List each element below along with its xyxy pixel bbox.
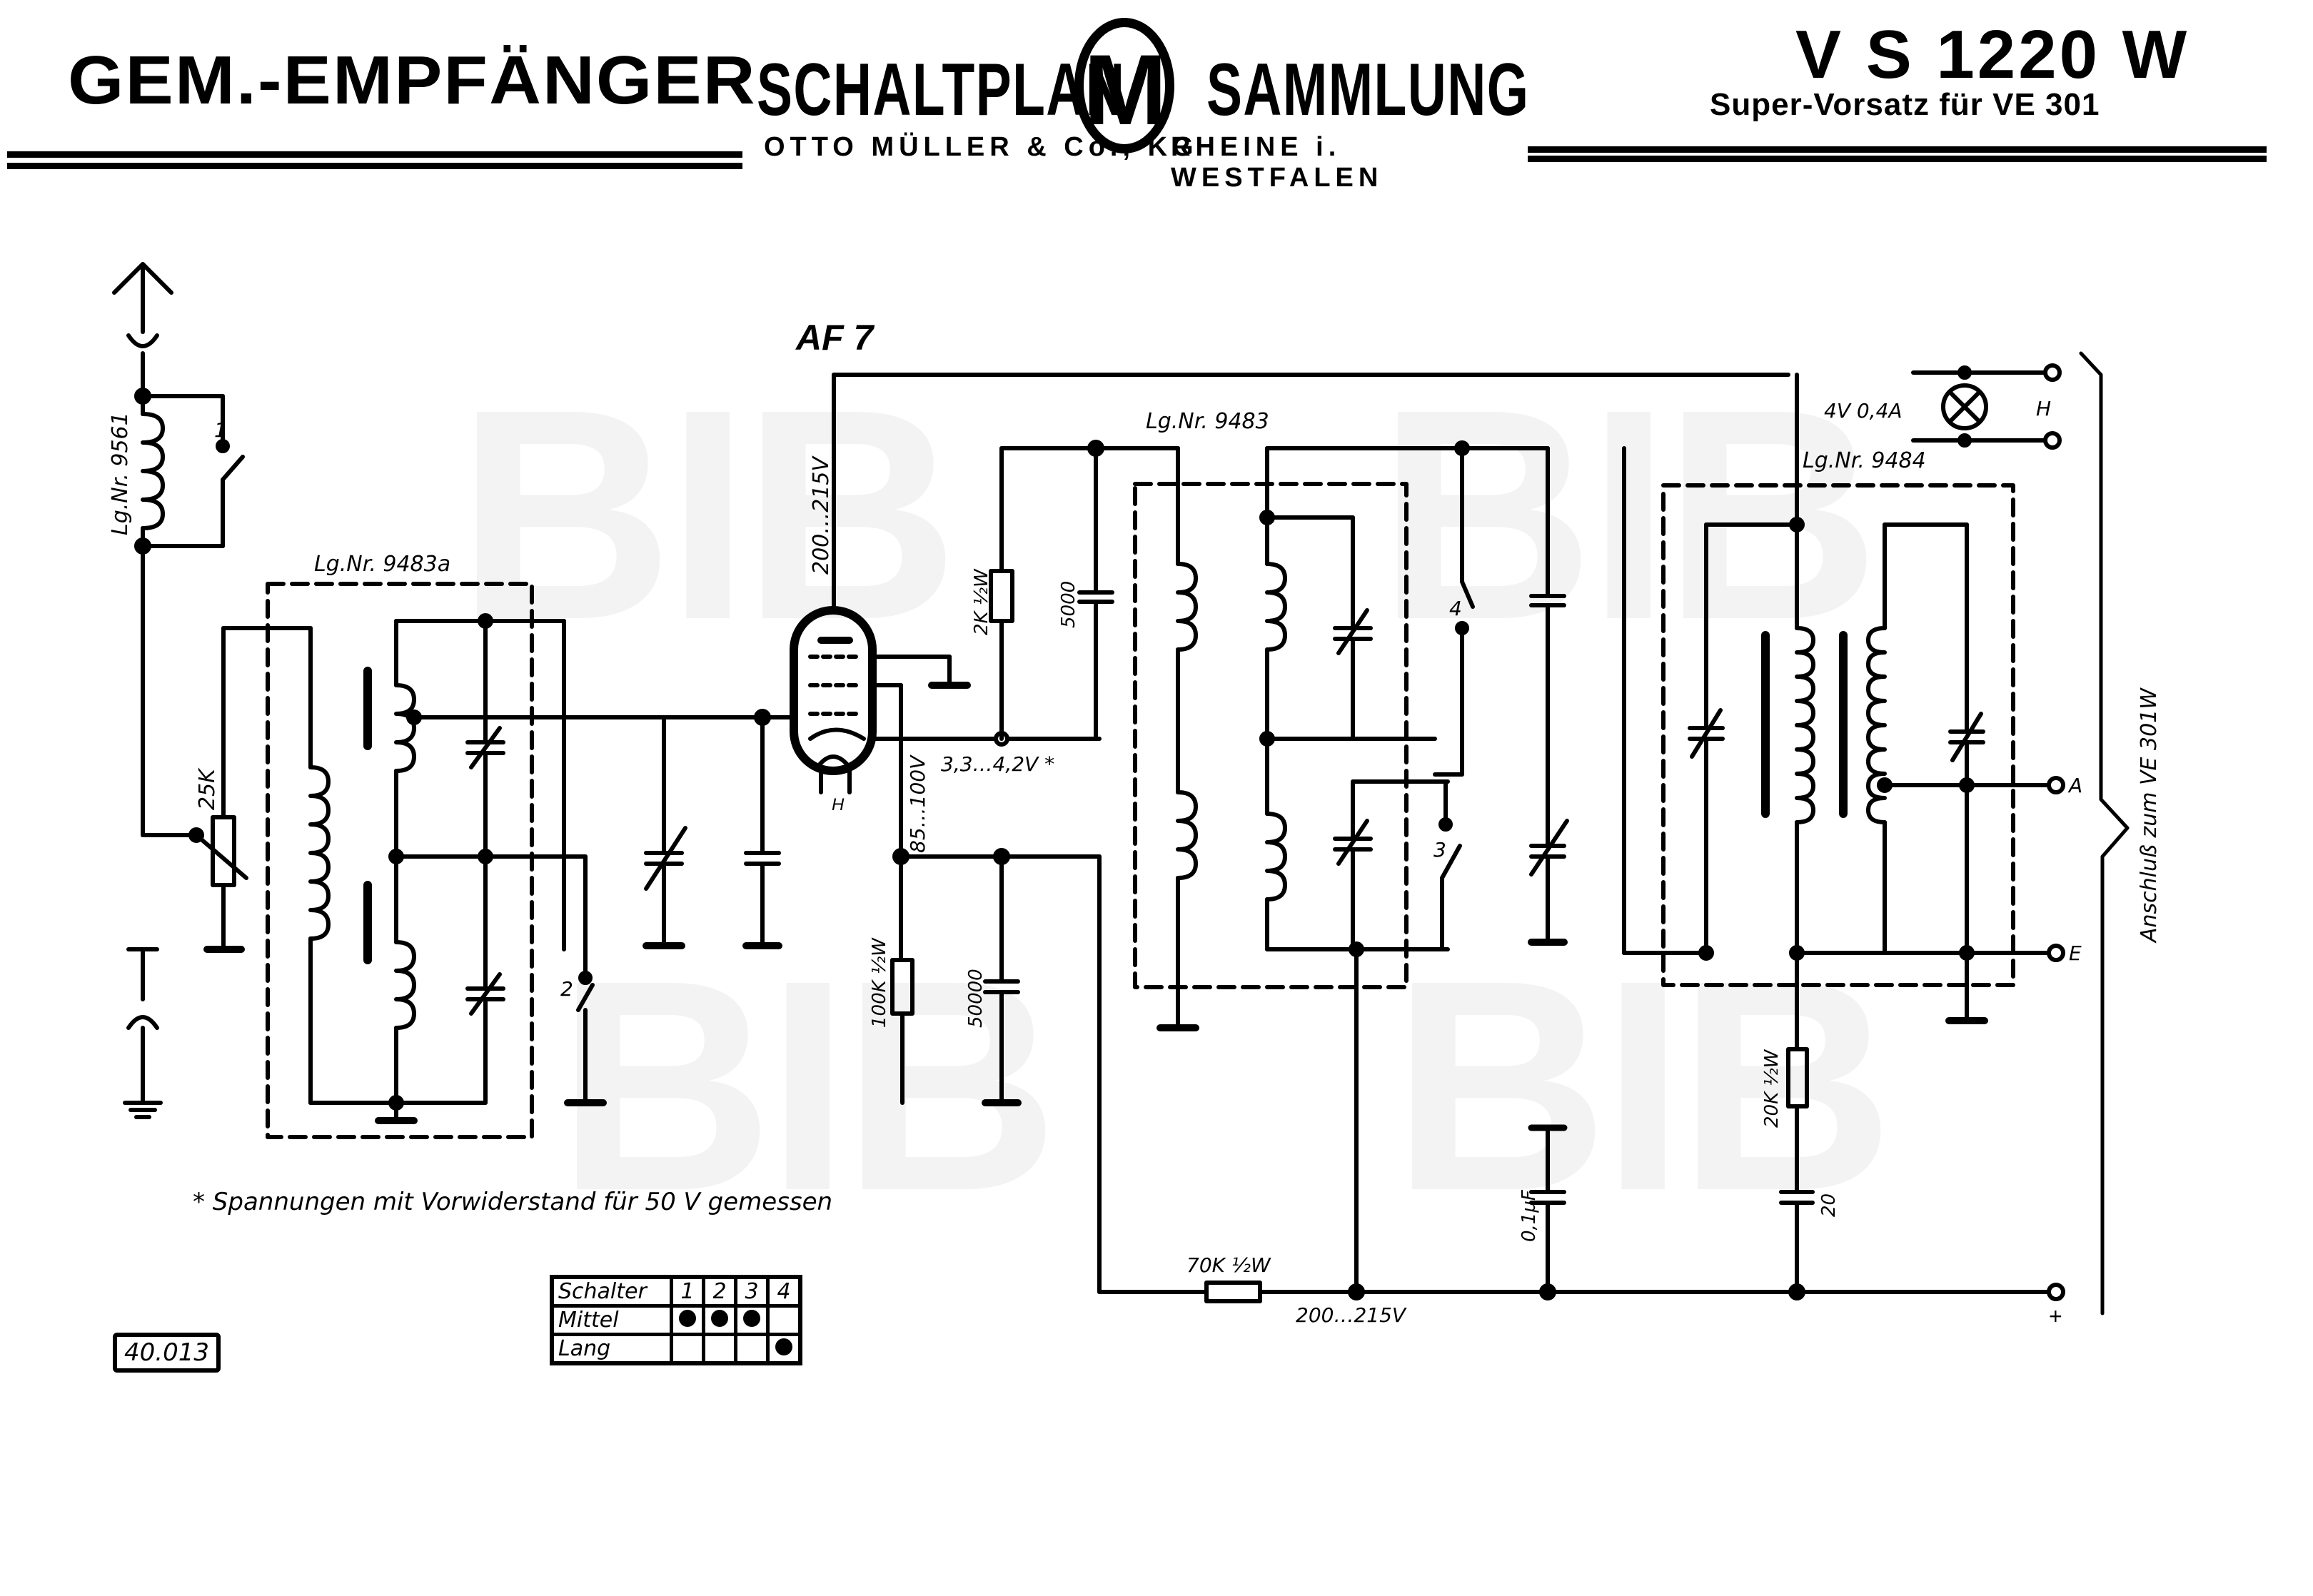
- pilot-lamp-icon: [1941, 383, 1988, 430]
- switch-2-label: 2: [560, 977, 573, 1001]
- table-header-row: Schalter 1 2 3 4: [550, 1275, 802, 1308]
- header-rule-left-1: [7, 151, 742, 158]
- switch-state-cell: [670, 1333, 705, 1365]
- label-osc-coil: Lg.Nr. 9483: [1146, 409, 1269, 434]
- terminal-plus-label: +: [2049, 1303, 2062, 1329]
- document-number: 40.013: [113, 1333, 221, 1373]
- tube-label: AF 7: [795, 318, 875, 358]
- antenna-coil: [134, 388, 245, 555]
- label-antenna-coil: Lg.Nr. 9561: [108, 412, 133, 535]
- watermark-right-lower: BIB: [1392, 919, 1894, 1253]
- header-rule-right-1: [1528, 146, 2267, 153]
- model-title: V S 1220 W: [1795, 16, 2190, 93]
- row-label: Mittel: [550, 1304, 673, 1336]
- earth-input: [123, 947, 163, 1119]
- switch-state-cell: [734, 1304, 770, 1336]
- terminal-e-label: E: [2069, 941, 2082, 965]
- header-rule-left-2: [7, 163, 742, 169]
- receiver-type-title: GEM.-EMPFÄNGER: [68, 42, 757, 118]
- tube-heater-label: H: [832, 795, 845, 814]
- label-input-filter: Lg.Nr. 9483a: [314, 552, 450, 577]
- terminal-a-label: A: [2067, 774, 2082, 797]
- row-label: Lang: [550, 1333, 673, 1365]
- osc-coil-shield: [1133, 482, 1409, 989]
- connection-brace: [2079, 351, 2130, 1315]
- footnote: * Spannungen mit Vorwiderstand für 50 V …: [193, 1188, 833, 1216]
- lamp-rating: 4V 0,4A: [1824, 399, 1903, 423]
- switch-state-cell: [702, 1333, 737, 1365]
- publisher-logo: SCHALTPLAN M SAMMLUNG OTTO MÜLLER & Co.,…: [750, 18, 1528, 193]
- table-header-cell: 2: [702, 1275, 737, 1308]
- connection-note: Anschluß zum VE 301W: [2137, 687, 2162, 944]
- label-c-output: 20: [1818, 1193, 1840, 1217]
- label-c-cathode: 5000: [1058, 581, 1079, 628]
- anode-voltage: 200…215V: [809, 455, 834, 575]
- logo-word-left: SCHALTPLAN: [757, 49, 1126, 131]
- table-row: Lang: [550, 1333, 802, 1365]
- label-if-filter: Lg.Nr. 9484: [1803, 448, 1926, 473]
- model-subtitle: Super-Vorsatz für VE 301: [1710, 87, 2100, 122]
- switch-position-table: Schalter 1 2 3 4 Mittel Lang: [550, 1275, 802, 1365]
- publisher-city: RHEINE i. WESTFALEN: [1171, 132, 1384, 193]
- table-header-cell: 3: [734, 1275, 770, 1308]
- switch-state-cell: [766, 1333, 802, 1365]
- header-rule-right-2: [1528, 156, 2267, 162]
- table-header-cell: 4: [766, 1275, 802, 1308]
- switch-4-label: 4: [1449, 597, 1462, 620]
- input-filter-shield: [266, 582, 534, 1139]
- tube-af7: [790, 606, 877, 794]
- label-r-screen: 100K ½W: [869, 937, 890, 1028]
- potentiometer-25k: [188, 626, 248, 953]
- table-header-cell: 1: [670, 1275, 705, 1308]
- switch-state-cell: [670, 1304, 705, 1336]
- if-filter-shield: [1661, 483, 2015, 987]
- switch-state-cell: [702, 1304, 737, 1336]
- label-r-output: 20K ½W: [1761, 1049, 1783, 1128]
- switch-1-label: 1: [214, 418, 227, 442]
- watermark-left: BIB: [457, 348, 959, 682]
- switch-state-cell: [734, 1333, 770, 1365]
- terminal-h-label: H: [2036, 397, 2051, 420]
- publisher-name: OTTO MÜLLER & Co., KG: [764, 132, 1199, 162]
- supply-voltage: 200…215V: [1296, 1303, 1407, 1327]
- logo-word-right: SAMMLUNG: [1206, 49, 1530, 131]
- label-pot: 25K: [195, 767, 220, 810]
- table-header-cell: Schalter: [550, 1275, 673, 1308]
- cathode-voltage: 3,3…4,2V *: [941, 752, 1054, 776]
- switch-3-label: 3: [1433, 838, 1446, 862]
- switch-on-dot-icon: [775, 1338, 792, 1355]
- label-r-supply: 70K ½W: [1186, 1253, 1271, 1277]
- label-r-cathode: 2K ½W: [971, 568, 992, 635]
- table-row: Mittel: [550, 1304, 802, 1336]
- switch-state-cell: [766, 1304, 802, 1336]
- screen-voltage: 85…100V: [906, 754, 929, 853]
- switch-on-dot-icon: [679, 1310, 696, 1327]
- label-c-screen: 50000: [965, 969, 987, 1028]
- switch-on-dot-icon: [743, 1310, 760, 1327]
- switch-on-dot-icon: [711, 1310, 728, 1327]
- watermark-left-lower: BIB: [557, 919, 1059, 1253]
- antenna-symbol: [112, 262, 173, 398]
- label-c-supply: 0,1µF: [1518, 1189, 1540, 1242]
